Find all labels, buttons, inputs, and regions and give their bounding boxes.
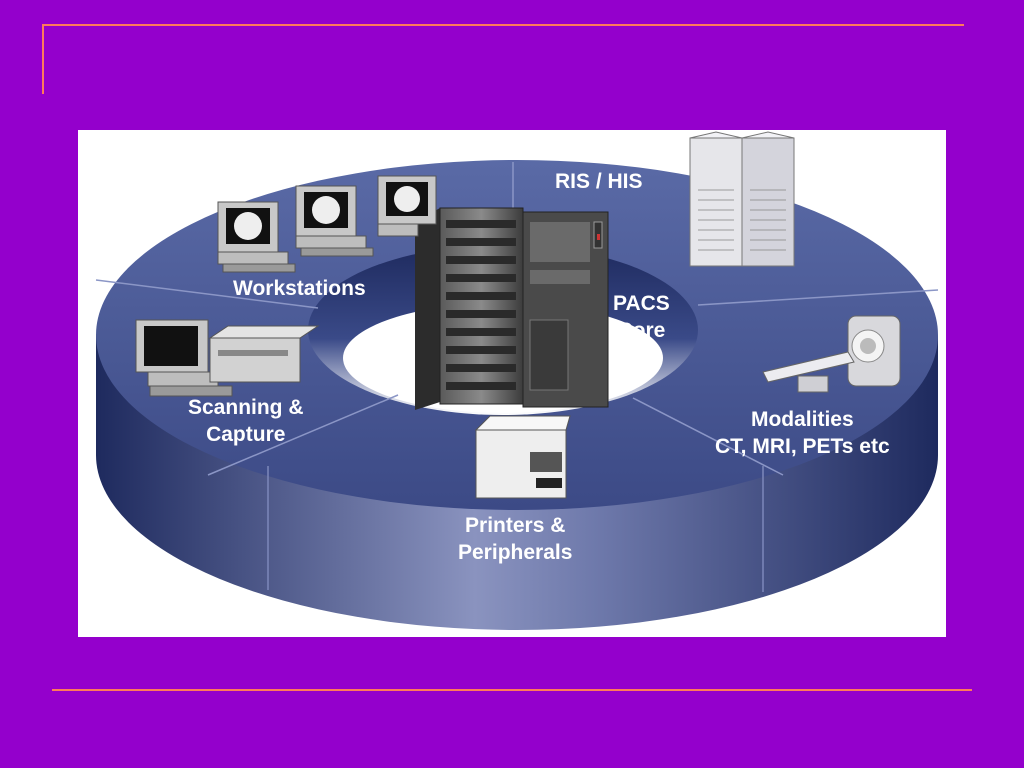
- scanning-capture-label: Scanning & Capture: [188, 396, 304, 446]
- segment-dividers: [95, 162, 939, 476]
- scanner-computer-icon: [135, 319, 320, 397]
- header-rule: [42, 24, 964, 26]
- workstations-icon: [217, 175, 437, 273]
- printer-icon: [474, 415, 571, 499]
- ct-scanner-icon: [762, 315, 901, 393]
- pacs-server-icon: [415, 207, 609, 410]
- pacs-diagram: RIS / HIS Workstations PACS Core Scannin…: [78, 130, 946, 637]
- workstations-label: Workstations: [233, 277, 366, 300]
- side-dividers: [267, 466, 764, 592]
- footer-rule: [52, 689, 972, 691]
- modalities-label: Modalities CT, MRI, PETs etc: [715, 408, 890, 458]
- printers-peripherals-label: Printers & Peripherals: [458, 514, 573, 564]
- ris-his-label: RIS / HIS: [555, 170, 643, 193]
- header-rule-vertical: [42, 24, 44, 94]
- ris-his-servers-icon: [689, 131, 795, 267]
- pacs-core-label: PACS Core: [613, 292, 670, 342]
- ring-graphic: [95, 131, 939, 630]
